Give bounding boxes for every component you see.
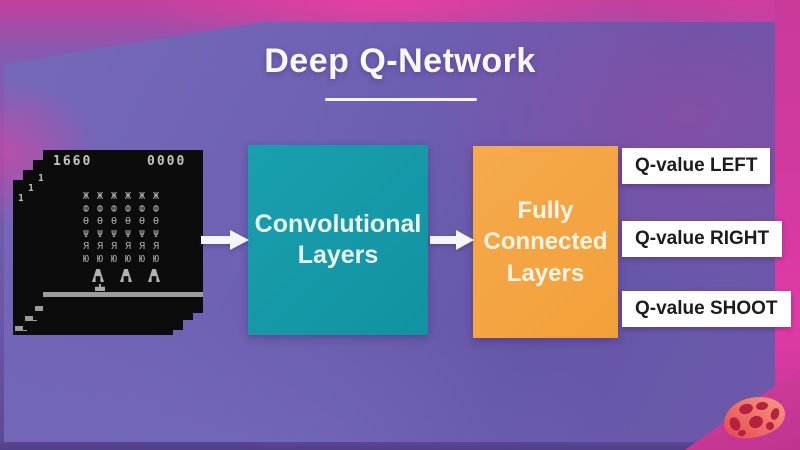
player-ship-sprite xyxy=(95,284,105,291)
frame-ground-sliver xyxy=(15,326,27,331)
fully-connected-layers-box: Fully Connected Layers xyxy=(473,146,618,338)
frame-score-digit: 1 xyxy=(38,173,45,184)
page-title: Deep Q-Network xyxy=(264,42,536,80)
q-value-right-box: Q-value RIGHT xyxy=(622,221,783,257)
fully-connected-layers-label: Fully Connected Layers xyxy=(483,197,608,287)
frame-score-digit: 1 xyxy=(28,183,35,194)
brain-logo-icon xyxy=(724,397,786,439)
alien-row: ЖЖЖЖЖЖ xyxy=(82,191,168,202)
q-value-shoot-box: Q-value SHOOT xyxy=(622,291,791,327)
shield-sprite xyxy=(120,269,132,282)
alien-grid: ЖЖЖЖЖЖ ФФФФФФ ѲѲѲѲѲѲ ΨΨΨΨΨΨ ЯЯЯЯЯЯ ЮЮЮЮЮ… xyxy=(77,191,173,266)
alien-row: ЯЯЯЯЯЯ xyxy=(82,241,168,252)
frame-score-digit: 1 xyxy=(18,193,25,204)
arrow-right-icon xyxy=(430,230,474,250)
game-frame-front: 1660 0000 ЖЖЖЖЖЖ ФФФФФФ ѲѲѲѲѲѲ ΨΨΨΨΨΨ ЯЯ… xyxy=(43,150,203,313)
shield-sprite xyxy=(92,269,104,282)
alien-row: ѲѲѲѲѲѲ xyxy=(82,216,168,227)
q-value-left-box: Q-value LEFT xyxy=(622,148,771,184)
game-score-left: 1660 xyxy=(53,154,93,169)
game-score-right: 0000 xyxy=(147,154,187,169)
convolutional-layers-label: Convolutional Layers xyxy=(254,209,422,269)
game-ground-bar xyxy=(43,292,203,297)
frame-ground-sliver xyxy=(25,316,37,321)
convolutional-layers-box: Convolutional Layers xyxy=(248,145,428,335)
frame-ground-sliver xyxy=(35,306,47,311)
arrow-right-icon xyxy=(201,230,249,250)
title-underline xyxy=(325,98,477,101)
alien-row: ΨΨΨΨΨΨ xyxy=(82,228,168,240)
alien-row: ЮЮЮЮЮЮ xyxy=(82,253,168,265)
alien-row: ФФФФФФ xyxy=(82,203,168,215)
shield-sprite xyxy=(148,269,160,282)
